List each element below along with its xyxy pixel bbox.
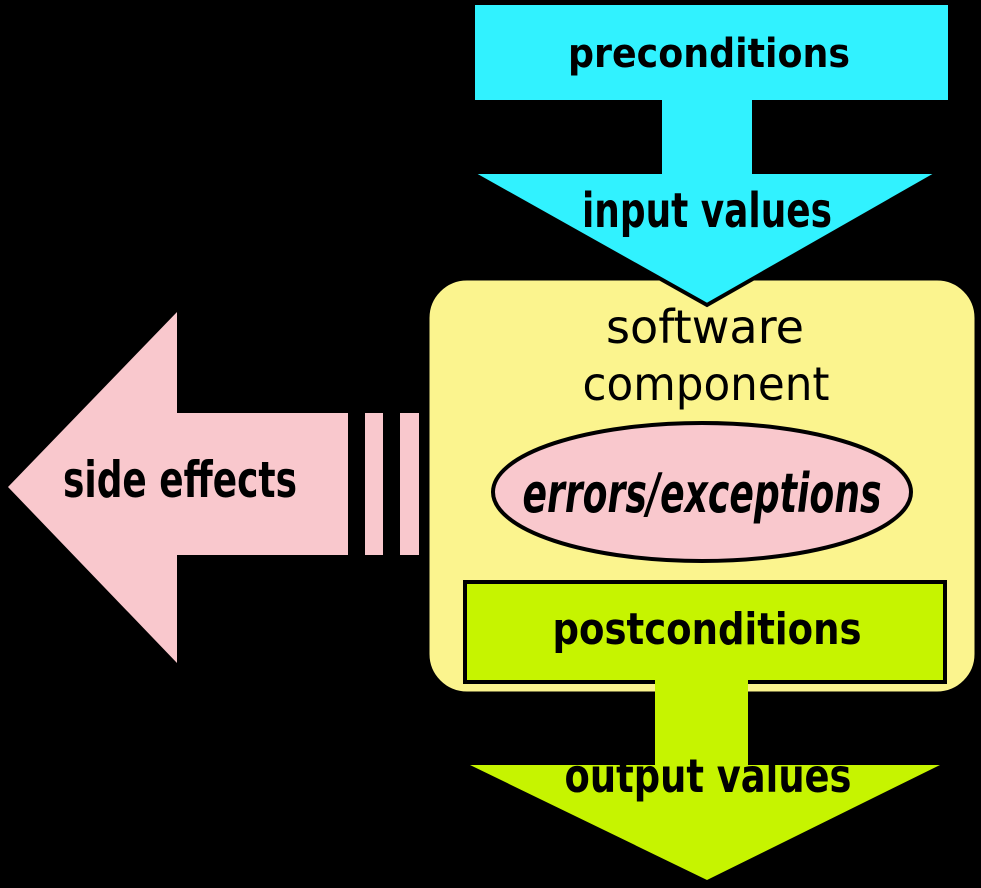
side-effects-bar-2: [400, 413, 419, 555]
software-component-title-line2: component: [583, 357, 830, 411]
software-component-title-line1: software: [606, 300, 804, 354]
postconditions-label: postconditions: [553, 604, 862, 655]
side-effects-bar-1: [365, 413, 383, 555]
output-arrow-shape: [470, 660, 940, 880]
side-effects-label: side effects: [63, 451, 297, 509]
input-values-label: input values: [582, 183, 832, 239]
preconditions-label: preconditions: [568, 31, 850, 77]
errors-exceptions-label: errors/exceptions: [523, 462, 882, 525]
output-values-label: output values: [565, 749, 852, 803]
preconditions-input-arrow-shape: [462, 1, 952, 308]
errors-exceptions-ellipse: [491, 421, 913, 563]
side-effects-arrow-shape: [8, 312, 348, 663]
